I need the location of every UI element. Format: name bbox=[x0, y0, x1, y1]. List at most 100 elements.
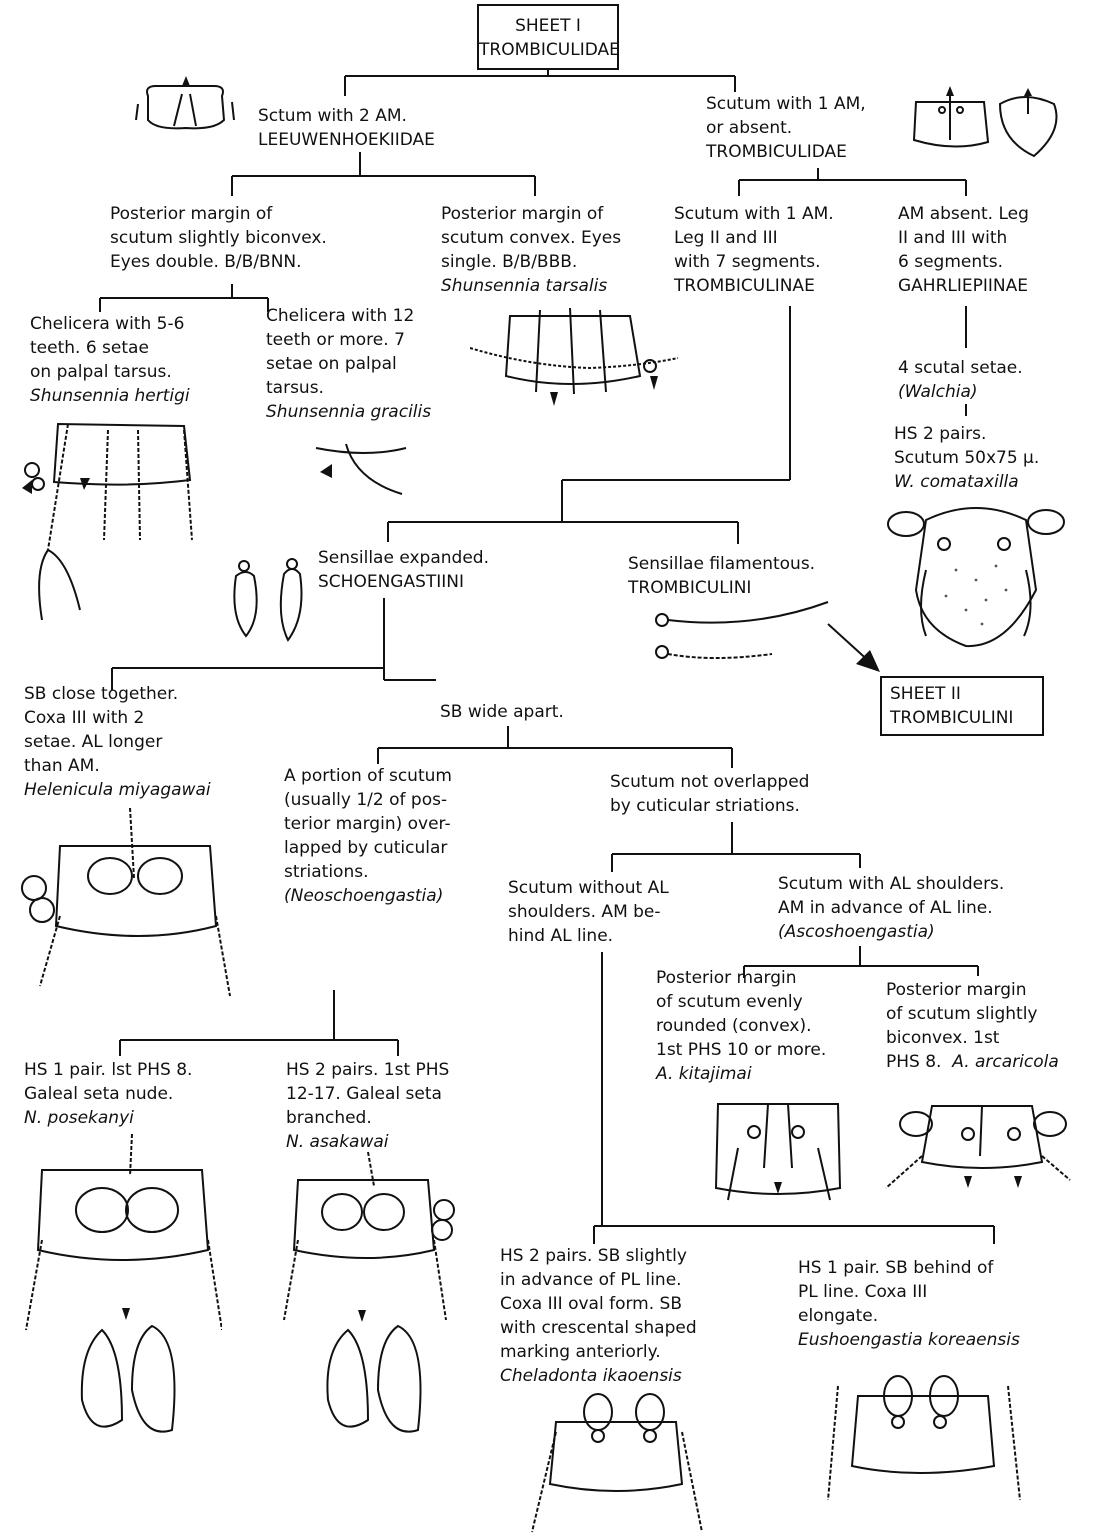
node-line: Sensillae expanded. bbox=[318, 546, 489, 570]
scutum-1am-figure bbox=[904, 80, 1094, 162]
node-schoengastiini: Sensillae expanded. SCHOENGASTIINI bbox=[318, 546, 489, 594]
node-line: of scutum slightly bbox=[886, 1002, 1059, 1026]
node-line: AM in advance of AL line. bbox=[778, 896, 1004, 920]
node-hs2-neo: HS 2 pairs. 1st PHS 12-17. Galeal seta b… bbox=[286, 1058, 449, 1154]
node-with-al: Scutum with AL shoulders. AM in advance … bbox=[778, 872, 1004, 944]
node-line: tarsus. bbox=[266, 376, 431, 400]
node-line: HS 1 pair. SB behind of bbox=[798, 1256, 1020, 1280]
sheet-i-family: TROMBICULIDAE bbox=[479, 38, 617, 62]
node-line: Chelicera with 12 bbox=[266, 304, 431, 328]
eushoengastia-koreaensis-figure bbox=[808, 1366, 1038, 1506]
node-line: elongate. bbox=[798, 1304, 1020, 1328]
species-name: Cheladonta ikaoensis bbox=[500, 1364, 697, 1388]
scutum-2am-figure bbox=[134, 76, 238, 138]
sensillae-expanded-figure bbox=[226, 556, 316, 642]
node-line: PL line. Coxa III bbox=[798, 1280, 1020, 1304]
sheet-ii-title: SHEET II bbox=[890, 682, 1042, 706]
node-line: TROMBICULINI bbox=[628, 576, 815, 600]
node-line: scutum convex. Eyes bbox=[441, 226, 621, 250]
node-slightly-biconvex: Posterior margin of scutum slightly bico… bbox=[886, 978, 1059, 1074]
node-line: 4 scutal setae. bbox=[898, 356, 1023, 380]
node-line: HS 2 pairs. 1st PHS bbox=[286, 1058, 449, 1082]
node-line: Posterior margin bbox=[886, 978, 1059, 1002]
node-line: HS 2 pairs. SB slightly bbox=[500, 1244, 697, 1268]
stipple-dots bbox=[945, 565, 1008, 626]
node-line: by cuticular striations. bbox=[610, 794, 809, 818]
node-line: setae. AL longer bbox=[24, 730, 211, 754]
node-line: SCHOENGASTIINI bbox=[318, 570, 489, 594]
node-line: Eyes double. B/B/BNN. bbox=[110, 250, 327, 274]
node-line: shoulders. AM be- bbox=[508, 900, 669, 924]
node-line: Scutum without AL bbox=[508, 876, 669, 900]
a-arcaricola-figure bbox=[882, 1076, 1072, 1196]
node-trombiculini: Sensillae filamentous. TROMBICULINI bbox=[628, 552, 815, 600]
walchia-comataxilla-figure bbox=[886, 500, 1066, 650]
node-hs2-cheladonta: HS 2 pairs. SB slightly in advance of PL… bbox=[500, 1244, 697, 1388]
node-line: 1st PHS 10 or more. bbox=[656, 1038, 826, 1062]
cheladonta-ikaoensis-figure bbox=[526, 1392, 706, 1539]
shunsennia-tarsalis-figure bbox=[470, 296, 680, 412]
node-chelicera-12: Chelicera with 12 teeth or more. 7 setae… bbox=[266, 304, 431, 424]
node-line: branched. bbox=[286, 1106, 449, 1130]
shunsennia-gracilis-figure bbox=[306, 440, 416, 500]
node-line: than AM. bbox=[24, 754, 211, 778]
node-line: of scutum evenly bbox=[656, 990, 826, 1014]
node-walchia-scutal: 4 scutal setae. (Walchia) bbox=[898, 356, 1023, 404]
node-line: Sctum with 2 AM. bbox=[258, 104, 435, 128]
node-line: marking anteriorly. bbox=[500, 1340, 697, 1364]
genus-name: (Neoschoengastia) bbox=[284, 884, 452, 908]
node-line: or absent. bbox=[706, 116, 866, 140]
node-line: (usually 1/2 of pos- bbox=[284, 788, 452, 812]
genus-name: (Walchia) bbox=[898, 380, 1023, 404]
node-line: Posterior margin of bbox=[441, 202, 621, 226]
node-line: hind AL line. bbox=[508, 924, 669, 948]
node-line: in advance of PL line. bbox=[500, 1268, 697, 1292]
species-name: Eushoengastia koreaensis bbox=[798, 1328, 1020, 1352]
sheet-ii-box: SHEET II TROMBICULINI bbox=[880, 676, 1044, 736]
node-line: teeth or more. 7 bbox=[266, 328, 431, 352]
node-line: AM absent. Leg bbox=[898, 202, 1029, 226]
node-line: 6 segments. bbox=[898, 250, 1029, 274]
node-line: Coxa III oval form. SB bbox=[500, 1292, 697, 1316]
node-line: terior margin) over- bbox=[284, 812, 452, 836]
node-line: Sensillae filamentous. bbox=[628, 552, 815, 576]
node-line: Scutum with 1 AM, bbox=[706, 92, 866, 116]
node-line: with crescental shaped bbox=[500, 1316, 697, 1340]
sensillae-filamentous-figure bbox=[652, 600, 832, 670]
n-asakawai-figure bbox=[278, 1150, 478, 1450]
node-posterior-convex: Posterior margin of scutum convex. Eyes … bbox=[441, 202, 621, 298]
node-line: Coxa III with 2 bbox=[24, 706, 211, 730]
sheet-i-title: SHEET I bbox=[479, 14, 617, 38]
node-line: Galeal seta nude. bbox=[24, 1082, 192, 1106]
node-line: TROMBICULIDAE bbox=[706, 140, 866, 164]
node-line: LEEUWENHOEKIIDAE bbox=[258, 128, 435, 152]
node-line: GAHRLIEPIINAE bbox=[898, 274, 1029, 298]
node-posterior-biconvex: Posterior margin of scutum slightly bico… bbox=[110, 202, 327, 274]
species-name: N. posekanyi bbox=[24, 1106, 192, 1130]
node-line: PHS 8. bbox=[886, 1052, 941, 1072]
a-kitajimai-figure bbox=[698, 1088, 858, 1208]
species-name: A. arcaricola bbox=[952, 1052, 1059, 1072]
species-name: Shunsennia tarsalis bbox=[441, 274, 621, 298]
node-trombiculinae: Scutum with 1 AM. Leg II and III with 7 … bbox=[674, 202, 834, 298]
node-walchia-comataxilla: HS 2 pairs. Scutum 50x75 μ. W. comataxil… bbox=[894, 422, 1039, 494]
node-line: TROMBICULINAE bbox=[674, 274, 834, 298]
node-line: setae on palpal bbox=[266, 352, 431, 376]
node-line: Leg II and III bbox=[674, 226, 834, 250]
node-sb-close: SB close together. Coxa III with 2 setae… bbox=[24, 682, 211, 802]
node-line: Scutum 50x75 μ. bbox=[894, 446, 1039, 470]
node-line: II and III with bbox=[898, 226, 1029, 250]
node-line: Chelicera with 5-6 bbox=[30, 312, 190, 336]
species-name: Shunsennia hertigi bbox=[30, 384, 190, 408]
node-line: Posterior margin of bbox=[110, 202, 327, 226]
node-line: striations. bbox=[284, 860, 452, 884]
node-hs1-neo: HS 1 pair. lst PHS 8. Galeal seta nude. … bbox=[24, 1058, 192, 1130]
species-name: Shunsennia gracilis bbox=[266, 400, 431, 424]
node-line: SB close together. bbox=[24, 682, 211, 706]
n-posekanyi-figure bbox=[22, 1130, 222, 1450]
node-chelicera-5-6: Chelicera with 5-6 teeth. 6 setae on pal… bbox=[30, 312, 190, 408]
node-portion-overlapped: A portion of scutum (usually 1/2 of pos-… bbox=[284, 764, 452, 908]
node-trombiculidae: Scutum with 1 AM, or absent. TROMBICULID… bbox=[706, 92, 866, 164]
node-line: SB wide apart. bbox=[440, 700, 564, 724]
